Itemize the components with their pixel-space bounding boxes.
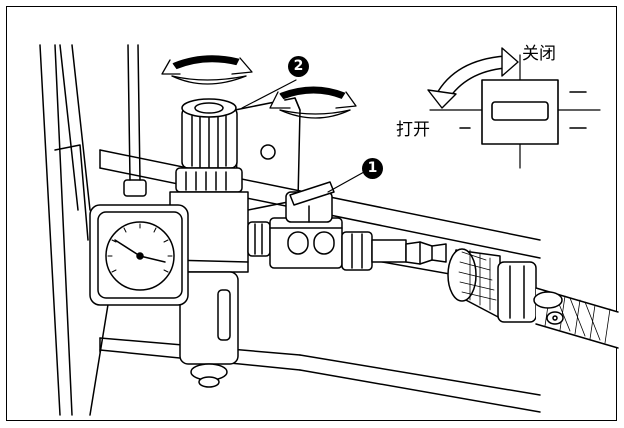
double-arrow-icon	[427, 47, 519, 109]
switch-position-inset	[429, 54, 601, 169]
rotate-arrow-icon-lower	[269, 86, 357, 119]
support-rod	[123, 44, 147, 197]
machine-frame-lines	[39, 44, 541, 416]
connector-fitting	[247, 221, 271, 257]
quick-coupler	[447, 248, 537, 323]
air-hose	[533, 287, 620, 349]
valve-lever[interactable]	[285, 181, 335, 223]
valve-body	[269, 217, 343, 269]
rotate-arrow-icon-upper	[161, 55, 253, 85]
label-close: 关闭	[522, 44, 556, 64]
hose-nipple	[341, 231, 447, 271]
leader-line-valve	[327, 171, 365, 193]
leader-line-regulator	[241, 79, 297, 109]
pressure-gauge	[89, 204, 189, 306]
regulator-knob[interactable]	[175, 98, 243, 193]
marker-valve: 1	[362, 158, 383, 179]
label-open: 打开	[396, 120, 430, 140]
diagram-frame	[6, 6, 617, 421]
marker-regulator: 2	[288, 56, 309, 77]
